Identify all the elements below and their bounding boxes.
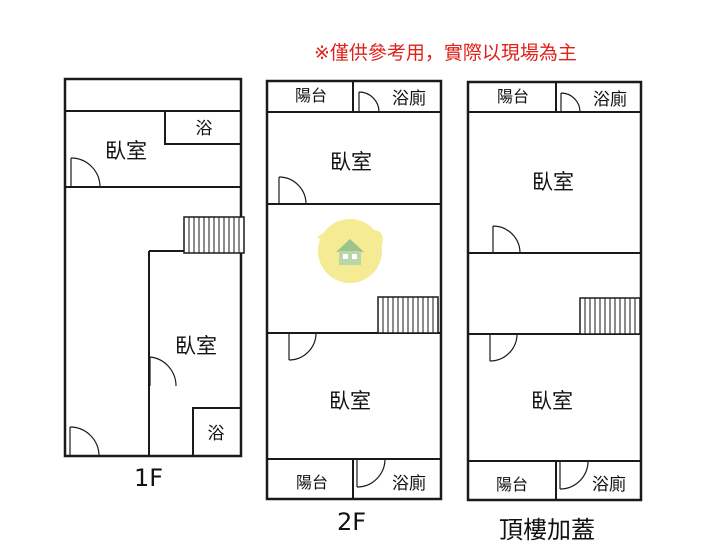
floor-label-roof: 頂樓加蓋 <box>499 516 595 544</box>
floor-label-2f: 2F <box>337 508 367 536</box>
door-icon <box>149 356 177 387</box>
door-icon <box>492 225 521 254</box>
door-icon <box>70 157 101 188</box>
stairs-icon <box>377 296 439 334</box>
room-label: 浴廁 <box>392 473 426 494</box>
door-icon <box>559 460 589 490</box>
door-icon <box>288 332 317 361</box>
door-icon <box>278 176 307 205</box>
watermark-house-icon <box>317 219 383 283</box>
room-label: 臥室 <box>329 389 371 413</box>
door-icon <box>69 426 100 457</box>
door-icon <box>358 91 380 113</box>
room-label: 浴廁 <box>392 88 426 109</box>
room-label: 浴廁 <box>593 89 627 110</box>
door-icon <box>560 92 581 113</box>
floor-1f-plan <box>63 77 243 458</box>
stairs-icon <box>579 297 641 335</box>
room-label: 陽台 <box>295 86 327 105</box>
room-label: 陽台 <box>496 475 528 494</box>
room-label: 陽台 <box>296 473 328 492</box>
disclaimer-text: ※僅供參考用，實際以現場為主 <box>314 42 577 64</box>
door-icon <box>489 333 518 362</box>
floor-2f-plan <box>265 79 443 501</box>
room-label: 臥室 <box>330 150 372 174</box>
room-label: 臥室 <box>105 139 147 163</box>
room-label: 臥室 <box>532 170 574 194</box>
floor-label-1f: 1F <box>134 464 164 492</box>
room-label: 臥室 <box>175 334 217 358</box>
room-label: 浴 <box>196 119 213 139</box>
room-label: 臥室 <box>531 389 573 413</box>
room-label: 浴 <box>208 424 225 444</box>
door-icon <box>356 458 386 488</box>
floor-roof-plan <box>466 80 643 502</box>
stairs-icon <box>183 216 245 254</box>
room-label: 浴廁 <box>592 474 626 495</box>
room-label: 陽台 <box>497 87 529 106</box>
